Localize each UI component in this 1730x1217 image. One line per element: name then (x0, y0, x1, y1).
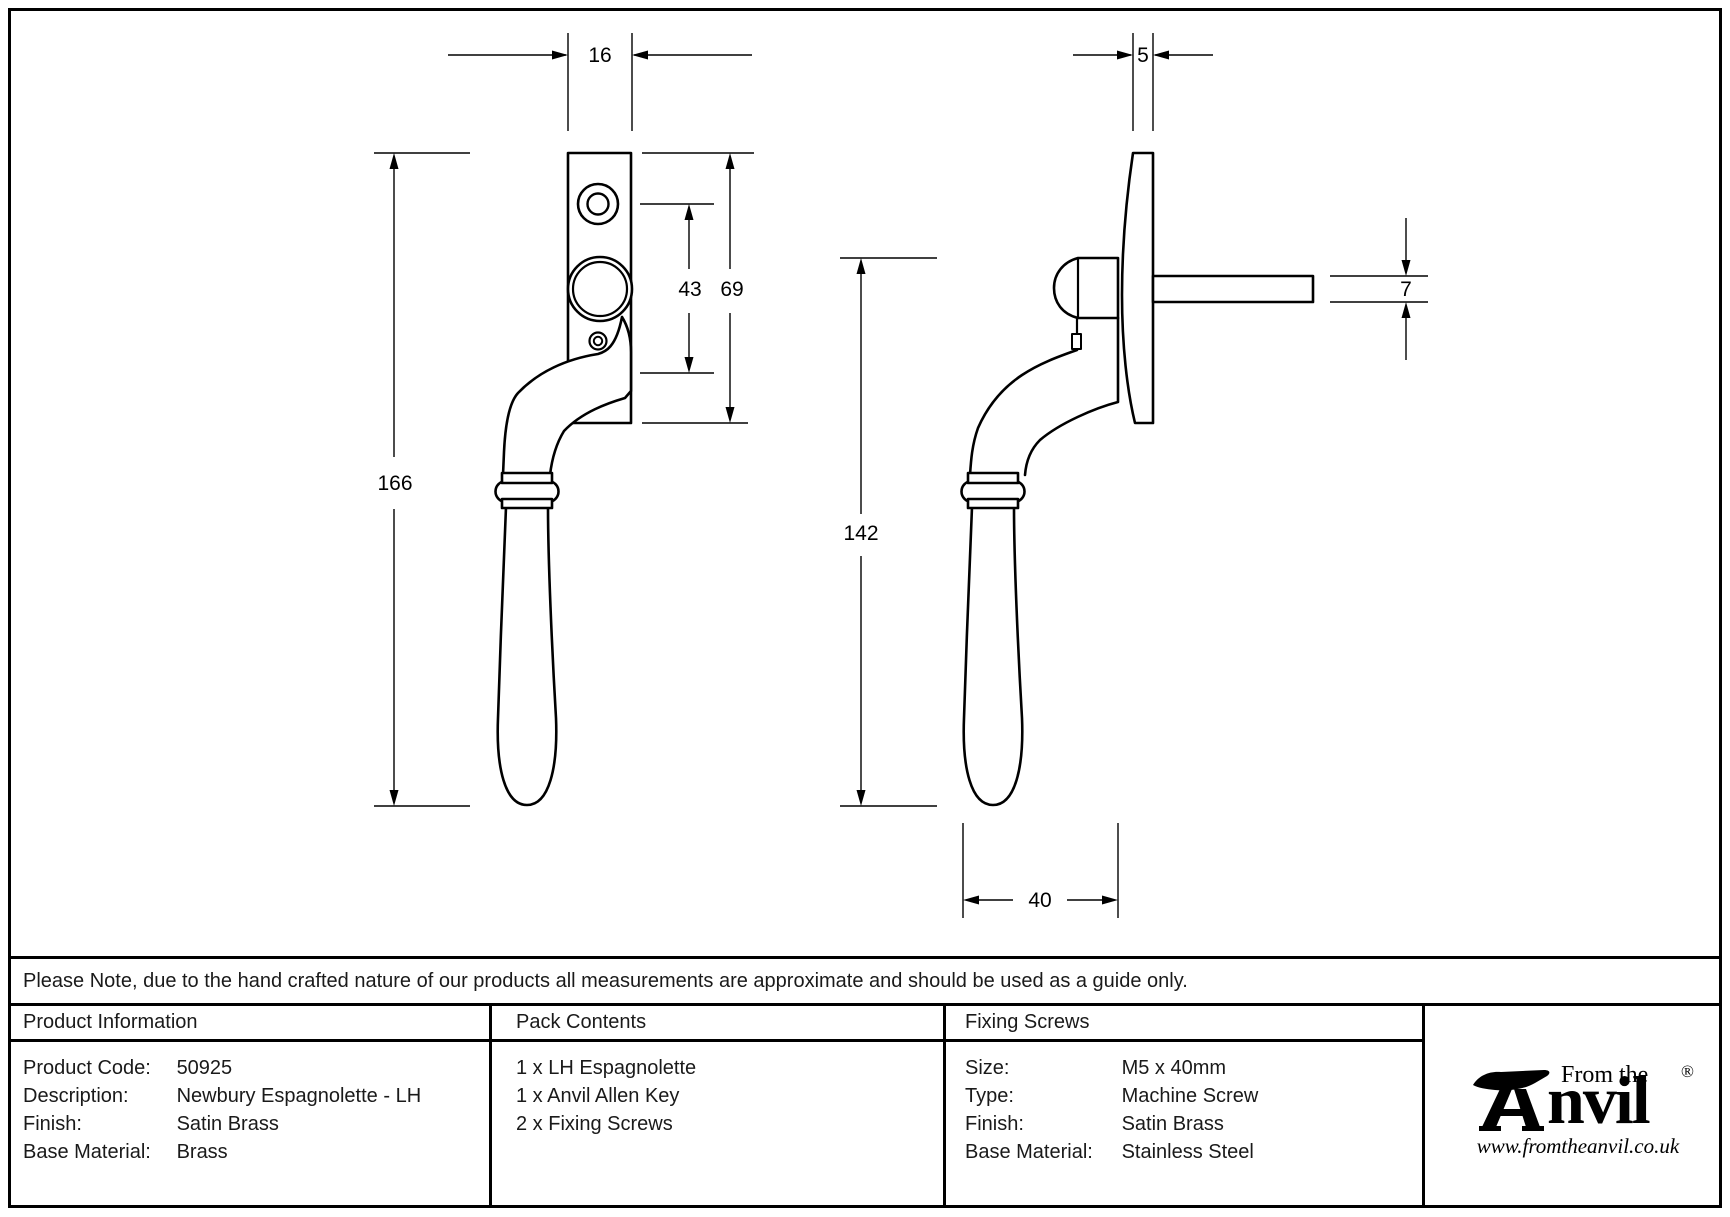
front-knob-inner (571, 260, 629, 318)
side-spindle (1151, 274, 1315, 304)
product-information-column: Product Information Product Code: 50925 … (10, 1006, 492, 1206)
measurement-note-band: Please Note, due to the hand crafted nat… (10, 956, 1720, 1006)
dim-label-handle-depth: 40 (1028, 889, 1051, 912)
front-fixing-hole-inner (586, 192, 610, 216)
measurement-note-text: Please Note, due to the hand crafted nat… (23, 969, 1188, 992)
dim-plate-width: 16 (448, 33, 752, 131)
side-collar-band-bottom (966, 497, 1020, 510)
table-row: Type: Machine Screw (965, 1085, 1259, 1107)
table-row: Description: Newbury Espagnolette - LH (23, 1085, 422, 1107)
dimension-lines: 16 166 69 (374, 33, 1428, 918)
table-row: Finish: Satin Brass (23, 1113, 279, 1135)
dim-plate-height: 69 (642, 152, 754, 424)
list-item: 2 x Fixing Screws (516, 1113, 673, 1135)
technical-drawing: 16 166 69 (374, 33, 1428, 918)
side-knob-boss (1052, 256, 1120, 320)
dim-label-overall-length: 166 (377, 472, 412, 495)
dim-label-plate-thickness: 5 (1137, 44, 1149, 67)
table-row: Product Code: 50925 (23, 1057, 233, 1079)
list-item: 1 x LH Espagnolette (516, 1057, 697, 1079)
side-collar-band-top (966, 471, 1020, 485)
brand-logo-cell: From the nvil ® www.fromtheanvil.co.uk (1425, 1006, 1720, 1206)
pack-contents-body: 1 x LH Espagnolette 1 x Anvil Allen Key … (492, 1042, 943, 1138)
side-grub-screw (1071, 333, 1082, 350)
table-row: Base Material: Stainless Steel (965, 1141, 1254, 1163)
logo-website: www.fromtheanvil.co.uk (1476, 1134, 1680, 1158)
front-handle-grip (496, 505, 558, 807)
from-the-anvil-logo: From the nvil ® www.fromtheanvil.co.uk (1425, 1006, 1720, 1206)
dim-hole-spacing: 43 (640, 203, 714, 374)
dim-label-projection-length: 142 (843, 522, 878, 545)
logo-tagline: From the (1561, 1062, 1649, 1088)
side-neck-outer-edge (968, 348, 1079, 477)
anvil-icon (1473, 1070, 1550, 1131)
fixing-screws-header: Fixing Screws (946, 1006, 1422, 1042)
info-table: Product Information Product Code: 50925 … (10, 1006, 1720, 1206)
dim-handle-depth: 40 (962, 823, 1119, 918)
table-row: Finish: Satin Brass (965, 1113, 1224, 1135)
pack-contents-header: Pack Contents (492, 1006, 943, 1042)
front-grub-screw-inner (592, 335, 604, 347)
dim-overall-length: 166 (374, 152, 470, 807)
side-handle-grip (962, 505, 1024, 807)
dim-projection-length: 142 (840, 257, 937, 807)
pack-contents-column: Pack Contents 1 x LH Espagnolette 1 x An… (492, 1006, 946, 1206)
side-neck-inner-edge (1023, 316, 1120, 477)
dim-spindle-height: 7 (1330, 218, 1428, 360)
front-collar-band-top (500, 471, 554, 485)
dim-label-spindle-height: 7 (1400, 278, 1412, 301)
product-information-body: Product Code: 50925 Description: Newbury… (10, 1042, 489, 1166)
fixing-screws-column: Fixing Screws Size: M5 x 40mm Type: Mach… (946, 1006, 1425, 1206)
fixing-screws-body: Size: M5 x 40mm Type: Machine Screw Fini… (946, 1042, 1422, 1166)
side-plate-profile (1120, 151, 1155, 425)
dim-label-hole-spacing: 43 (678, 278, 701, 301)
dim-plate-thickness: 5 (1073, 33, 1213, 131)
product-information-header: Product Information (10, 1006, 489, 1042)
list-item: 1 x Anvil Allen Key (516, 1085, 680, 1107)
dim-label-plate-height: 69 (720, 278, 743, 301)
sheet-border (8, 8, 1722, 1208)
table-row: Base Material: Brass (23, 1141, 228, 1163)
registered-trademark-icon: ® (1681, 1062, 1694, 1081)
logo-brand-text: nvil (1547, 1062, 1651, 1138)
front-collar-band-bottom (500, 497, 554, 510)
front-view-drawing (494, 151, 634, 807)
table-row: Size: M5 x 40mm (965, 1057, 1227, 1079)
side-view-drawing (960, 151, 1315, 807)
dim-label-plate-width: 16 (588, 44, 611, 67)
